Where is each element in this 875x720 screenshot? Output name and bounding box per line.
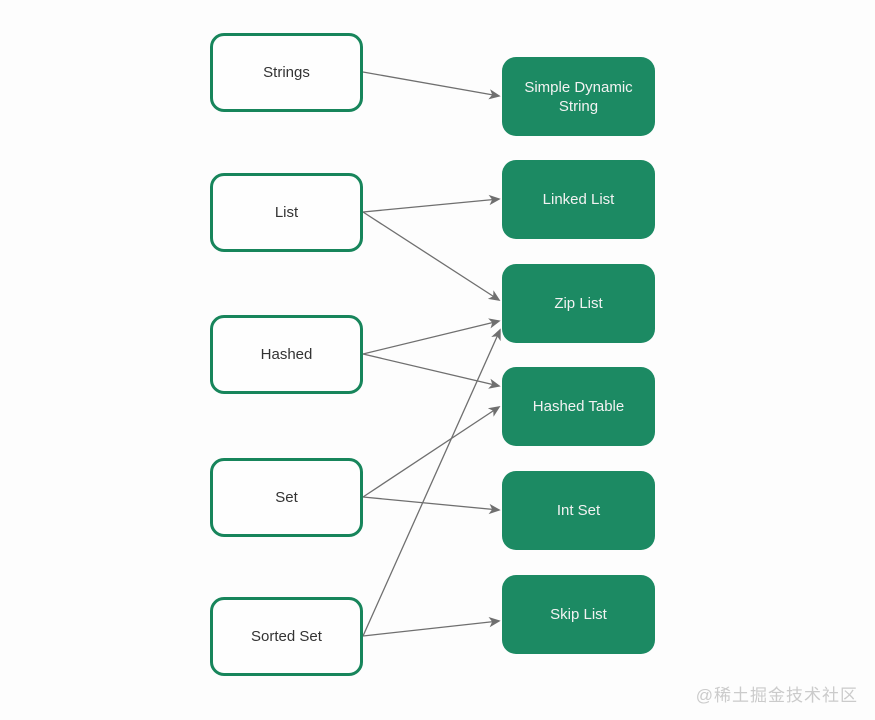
node-skip-list: Skip List [502,575,655,654]
node-label-hashed: Hashed [260,346,313,363]
node-hashed: Hashed [210,315,363,394]
edge-sorted-set-to-zip-list [362,328,501,637]
edge-strings-to-simple-dynamic-string [362,71,501,100]
node-sorted-set: Sorted Set [210,597,363,676]
edge-list-to-linked-list [362,194,501,213]
node-list: List [210,173,363,252]
edge-hashed-to-zip-list [362,318,501,355]
node-set: Set [210,458,363,537]
node-zip-list: Zip List [502,264,655,343]
node-linked-list: Linked List [502,160,655,239]
node-label-linked-list: Linked List [542,191,615,208]
node-label-sorted-set: Sorted Set [251,628,322,645]
watermark: @稀土掘金技术社区 [695,686,858,705]
node-label-zip-list: Zip List [554,295,603,312]
node-simple-dynamic-string: Simple Dynamic String [502,57,655,136]
node-label-skip-list: Skip List [550,606,607,623]
node-label-set: Set [275,489,298,506]
node-strings: Strings [210,33,363,112]
edge-set-to-int-set [362,496,501,515]
node-label-strings: Strings [263,64,310,81]
edge-hashed-to-hashed-table [362,353,501,389]
node-label-list: List [274,204,299,221]
edge-list-to-zip-list [362,211,501,301]
node-label-int-set: Int Set [556,502,601,519]
node-label-hashed-table: Hashed Table [532,398,625,415]
node-int-set: Int Set [502,471,655,550]
node-label-simple-dynamic-string: Simple Dynamic String [524,78,633,115]
edge-sorted-set-to-skip-list [362,616,501,637]
node-hashed-table: Hashed Table [502,367,655,446]
edge-set-to-hashed-table [362,406,501,498]
